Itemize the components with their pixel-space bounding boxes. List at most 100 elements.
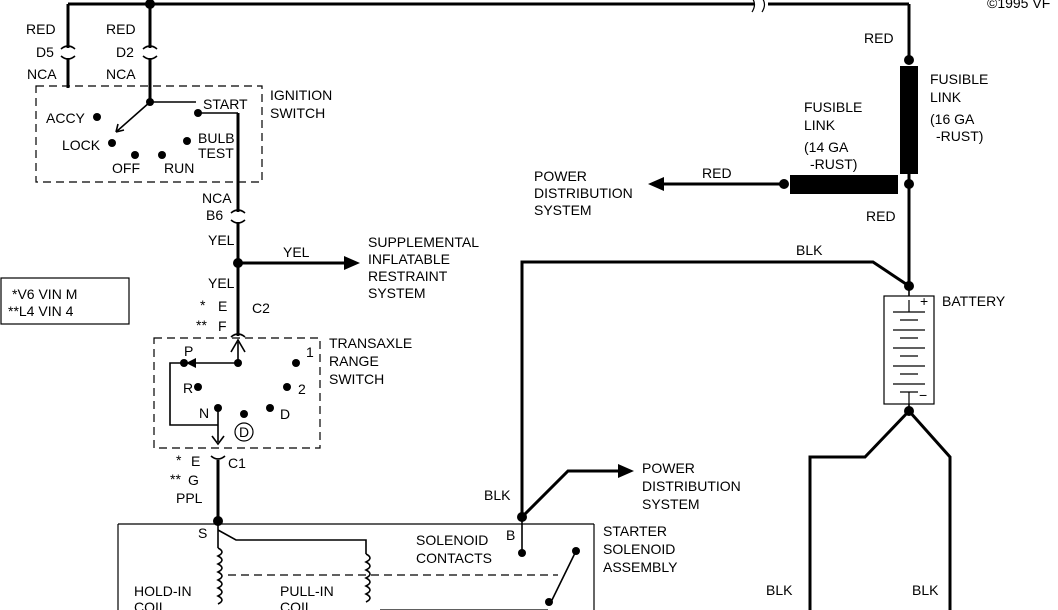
range-r: R — [183, 380, 193, 396]
connector-star: ** — [196, 317, 207, 333]
switch-position-accy: ACCY — [46, 110, 86, 126]
connector-d5: D5 — [36, 44, 54, 60]
connector-b6: B6 — [206, 207, 223, 223]
pull-in-coil-label: PULL-IN — [280, 583, 334, 599]
solenoid-contacts-label: CONTACTS — [416, 550, 492, 566]
connector-c1-e: E — [191, 453, 200, 469]
transaxle-label: SWITCH — [329, 371, 384, 387]
wire-color-blk: BLK — [912, 582, 939, 598]
switch-position-test: TEST — [198, 145, 234, 161]
terminal-s: S — [198, 525, 207, 541]
wire-color-yel: YEL — [208, 275, 235, 291]
fusible-link-16-label: -RUST) — [936, 128, 983, 144]
wire-color-yel: YEL — [208, 232, 235, 248]
wire-color-nca: NCA — [202, 190, 232, 206]
terminal-b: B — [506, 527, 515, 543]
sir-label: RESTRAINT — [368, 268, 448, 284]
wire-color-red: RED — [106, 21, 136, 37]
fusible-link-16ga — [900, 66, 918, 286]
transaxle-range-switch — [153, 337, 321, 449]
wire-color-nca: NCA — [27, 66, 57, 82]
connector-c2: C2 — [252, 300, 270, 316]
connector-c1: C1 — [228, 455, 246, 471]
ignition-switch — [35, 85, 263, 212]
switch-position-lock: LOCK — [62, 137, 101, 153]
range-p: P — [184, 343, 193, 359]
connector-c2-e: E — [218, 298, 227, 314]
fusible-link-14-label: LINK — [804, 117, 836, 133]
starter-label: ASSEMBLY — [603, 559, 678, 575]
wire-color-red: RED — [866, 208, 896, 224]
note-l4: **L4 VIN 4 — [8, 303, 74, 319]
wire-color-blk: BLK — [484, 487, 511, 503]
wire-color-red: RED — [864, 30, 894, 46]
wire-color-red: RED — [26, 21, 56, 37]
switch-position-bulb: BULB — [198, 130, 235, 146]
battery — [883, 281, 935, 416]
wire-color-ppl: PPL — [176, 490, 203, 506]
power-distribution-label: DISTRIBUTION — [642, 478, 741, 494]
sir-label: INFLATABLE — [368, 251, 450, 267]
switch-position-start: START — [203, 96, 248, 112]
sir-label: SYSTEM — [368, 285, 426, 301]
pull-in-coil-label: COIL — [280, 599, 313, 610]
range-n: N — [199, 405, 209, 421]
transaxle-label: RANGE — [329, 353, 379, 369]
range-1: 1 — [306, 344, 314, 360]
fusible-link-14-label: -RUST) — [810, 156, 857, 172]
hold-in-coil-label: HOLD-IN — [134, 583, 192, 599]
range-d-circled: D — [239, 424, 249, 440]
connector-c1-g: G — [188, 472, 199, 488]
connector-c2-f: F — [218, 318, 227, 334]
fusible-link-top-dot — [904, 55, 914, 65]
ignition-switch-label: IGNITION — [270, 87, 332, 103]
notes-box — [0, 277, 130, 325]
connector-star: * — [176, 452, 182, 468]
wire-color-yel: YEL — [283, 244, 310, 260]
wire-color-blk: BLK — [766, 582, 793, 598]
connector-star: ** — [170, 471, 181, 487]
fusible-link-14-label: (14 GA — [804, 139, 849, 155]
b6-connector — [230, 209, 360, 336]
ignition-feed-wires — [60, 4, 158, 102]
power-distribution-label: POWER — [534, 168, 587, 184]
wire-color-red: RED — [702, 165, 732, 181]
ignition-switch-label: SWITCH — [270, 105, 325, 121]
wire-color-nca: NCA — [106, 66, 136, 82]
power-distribution-label: SYSTEM — [534, 202, 592, 218]
hold-in-coil-label: COIL — [134, 599, 167, 610]
solenoid-contacts-label: SOLENOID — [416, 532, 488, 548]
c1-connector — [210, 455, 226, 460]
power-distribution-label: DISTRIBUTION — [534, 185, 633, 201]
fusible-link-14ga — [648, 175, 898, 194]
wire-color-blk: BLK — [796, 242, 823, 258]
battery-plus: + — [920, 293, 928, 309]
fusible-link-16-label: LINK — [930, 89, 962, 105]
connector-d2: D2 — [116, 44, 134, 60]
power-distribution-label: SYSTEM — [642, 496, 700, 512]
connector-star: * — [200, 297, 206, 313]
starter-label: STARTER — [603, 523, 667, 539]
fusible-link-16-label: (16 GA — [930, 111, 975, 127]
top-red-bus — [68, 0, 914, 65]
sir-label: SUPPLEMENTAL — [368, 234, 479, 250]
blk-starter-feed — [517, 260, 910, 522]
starter-label: SOLENOID — [603, 541, 675, 557]
note-v6: *V6 VIN M — [12, 286, 77, 302]
transaxle-label: TRANSAXLE — [329, 335, 412, 351]
copyright-text: ©1995 VF — [987, 0, 1050, 11]
battery-minus: − — [919, 387, 927, 403]
range-d: D — [280, 406, 290, 422]
switch-position-off: OFF — [112, 160, 140, 176]
c2-connector — [230, 333, 246, 338]
range-2: 2 — [298, 381, 306, 397]
power-distribution-label: POWER — [642, 460, 695, 476]
starter-solenoid-assembly — [117, 517, 595, 610]
battery-label: BATTERY — [942, 293, 1006, 309]
fusible-link-16-label: FUSIBLE — [930, 71, 988, 87]
battery-ground-wires — [808, 409, 952, 610]
c2-terminal — [230, 338, 246, 353]
switch-position-run: RUN — [164, 160, 194, 176]
fusible-link-14-label: FUSIBLE — [804, 99, 862, 115]
